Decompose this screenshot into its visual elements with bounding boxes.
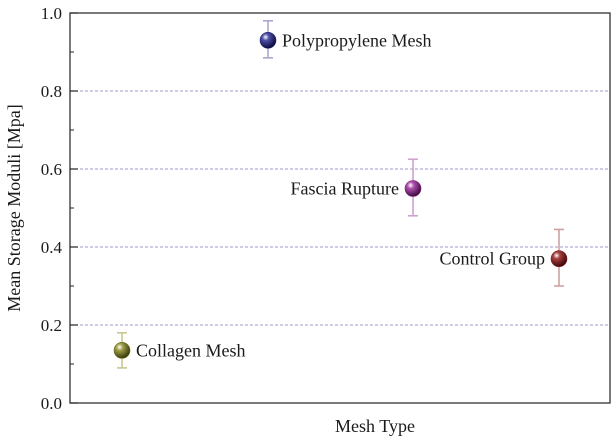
x-axis-title: Mesh Type	[335, 416, 415, 436]
data-point-fascia-rupture	[404, 180, 422, 197]
point-label-control-group: Control Group	[440, 249, 546, 269]
point-label-fascia-rupture: Fascia Rupture	[291, 179, 399, 199]
y-tick-label: 1.0	[41, 4, 62, 23]
data-points	[113, 31, 568, 359]
y-tick-label: 0.6	[41, 160, 62, 179]
y-axis-tick-labels: 0.0 0.2 0.4 0.6 0.8 1.0	[41, 4, 63, 413]
y-tick-label: 0.8	[41, 82, 62, 101]
y-axis-ticks	[70, 12, 78, 404]
y-tick-label: 0.0	[41, 394, 62, 413]
y-axis-title: Mean Storage Moduli [Mpa]	[4, 104, 24, 311]
data-point-collagen-mesh	[113, 342, 131, 359]
point-label-collagen-mesh: Collagen Mesh	[136, 340, 246, 360]
grid-lines	[70, 90, 610, 326]
y-tick-label: 0.2	[41, 316, 62, 335]
plot-frame	[69, 12, 611, 404]
point-label-polypropylene-mesh: Polypropylene Mesh	[282, 30, 431, 50]
y-tick-label: 0.4	[41, 238, 63, 257]
data-point-polypropylene-mesh	[259, 31, 277, 49]
data-point-control-group	[550, 250, 568, 268]
